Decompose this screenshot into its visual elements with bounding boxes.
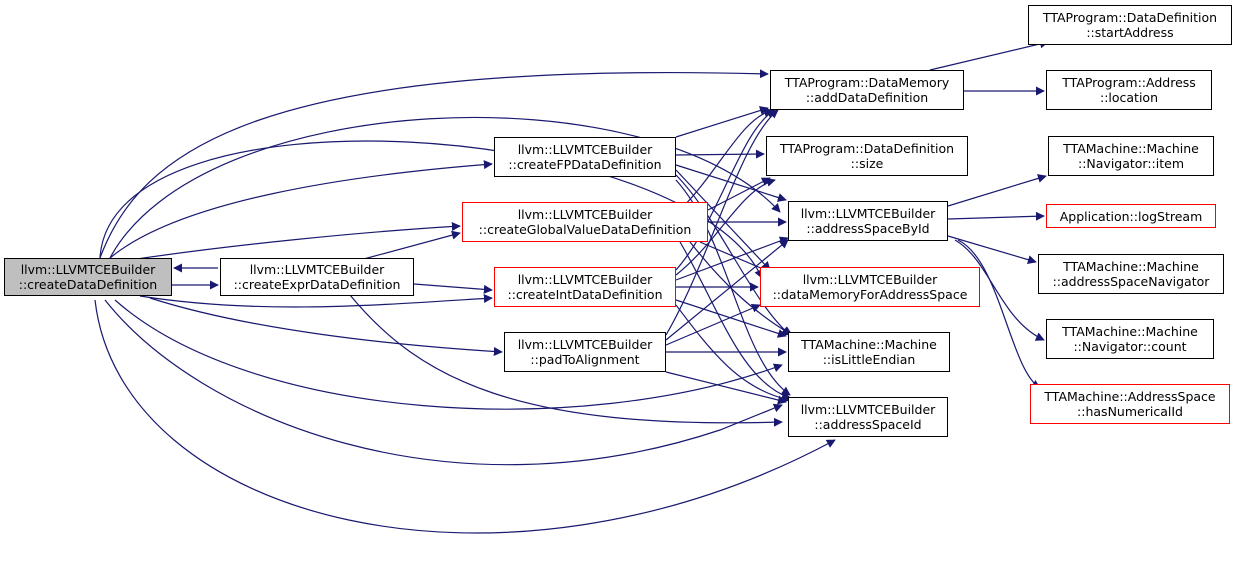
edge-fp-dmfas [675,169,771,271]
node-pad-to-alignment[interactable]: llvm::LLVMTCEBuilder ::padToAlignment [504,332,666,372]
edge-cdd-adddd [99,69,769,259]
edge-asbyid-count [954,239,1045,341]
edge-cdd-int [139,294,493,308]
edge-asbyid-nav [947,235,1037,265]
edge-int-little [675,299,787,338]
edge-fp-adddd [675,106,769,138]
edge-int-adddd [675,109,776,271]
node-address-space-id[interactable]: llvm::LLVMTCEBuilder ::addressSpaceId [788,397,948,437]
node-create-fp-data-definition[interactable]: llvm::LLVMTCEBuilder ::createFPDataDefin… [494,137,676,177]
edge-cdd-asid [104,299,783,466]
edge-expr-gv [359,230,461,261]
edge-cdd-little [114,299,783,410]
node-data-definition-size[interactable]: TTAProgram::DataDefinition ::size [766,136,968,176]
edge-cdd-asbyid [109,116,781,259]
edge-gv-asid [679,241,791,400]
node-navigator-item[interactable]: TTAMachine::Machine ::Navigator::item [1048,136,1214,176]
edge-expr-asid [349,294,783,427]
edge-cdd-pad [149,297,503,356]
edge-adddd-start [929,39,1049,71]
node-add-data-definition[interactable]: TTAProgram::DataMemory ::addDataDefiniti… [770,70,964,110]
node-start-address[interactable]: TTAProgram::DataDefinition ::startAddres… [1028,5,1232,45]
edge-fp-asbyid [675,164,787,202]
edge-asbyid-log [947,211,1045,221]
edge-gv-dmfas [699,241,771,273]
node-address-space-navigator[interactable]: TTAMachine::Machine ::addressSpaceNaviga… [1038,254,1224,294]
edge-gv-adddd [679,108,773,211]
edge-fp-little [675,174,791,336]
node-log-stream[interactable]: Application::logStream [1046,204,1216,228]
node-create-int-data-definition[interactable]: llvm::LLVMTCEBuilder ::createIntDataDefi… [494,267,676,307]
edge-int-size [675,177,776,276]
edge-asbyid-item [947,174,1047,207]
edge-int-asbyid [675,236,789,281]
node-create-data-definition[interactable]: llvm::LLVMTCEBuilder ::createDataDefinit… [4,258,172,296]
node-data-memory-for-address-space[interactable]: llvm::LLVMTCEBuilder ::dataMemoryForAddr… [760,267,980,307]
edge-int-asid [675,304,791,403]
edge-expr-int [413,283,493,294]
node-create-expr-data-definition[interactable]: llvm::LLVMTCEBuilder ::createExprDataDef… [220,258,414,296]
edge-pad-dmfas [665,304,761,346]
edge-gv-little [689,241,793,336]
edge-gv-size [707,177,771,211]
edge-cdd-fp [109,160,493,259]
node-has-numerical-id[interactable]: TTAMachine::AddressSpace ::hasNumericalI… [1030,384,1230,424]
node-address-location[interactable]: TTAProgram::Address ::location [1046,70,1212,110]
edge-asbyid-numid [957,239,1041,389]
edge-cdd-gv [129,221,461,261]
edge-pad-adddd [665,109,779,336]
node-is-little-endian[interactable]: TTAMachine::Machine ::isLittleEndian [788,332,950,372]
edge-pad-asid [665,371,787,405]
node-create-global-value-data-definition[interactable]: llvm::LLVMTCEBuilder ::createGlobalValue… [462,202,708,242]
node-navigator-count[interactable]: TTAMachine::Machine ::Navigator::count [1046,319,1214,359]
edge-fp-size [675,149,765,159]
edge-cdd-asid2 [94,299,836,534]
edge-pad-asbyid [665,239,789,341]
node-address-space-by-id[interactable]: llvm::LLVMTCEBuilder ::addressSpaceById [788,201,948,241]
